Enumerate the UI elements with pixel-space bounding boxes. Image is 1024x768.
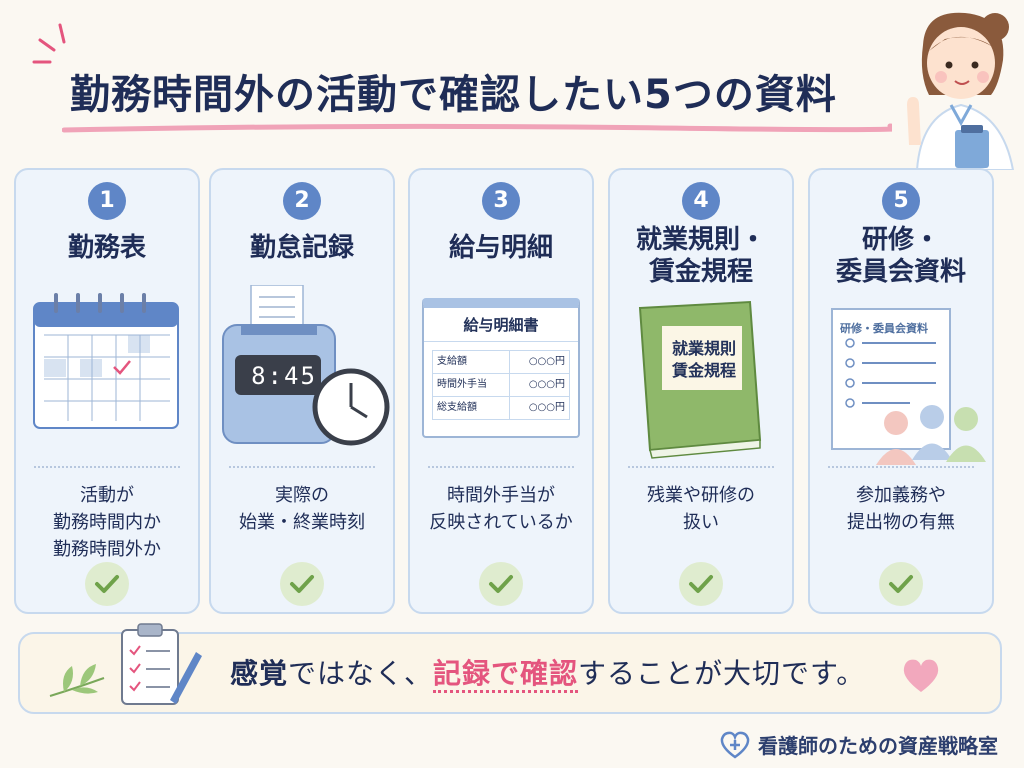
card-description: 活動が 勤務時間内か 勤務時間外か: [53, 485, 161, 560]
payslip-row: 総支給額 ○○○円: [433, 397, 569, 419]
check-icon: [479, 562, 523, 606]
card-schedule: 1 勤務表 活動が 勤務時間内か 勤務時間外か: [14, 168, 200, 614]
card-number: 5: [882, 182, 920, 220]
time-clock-icon: [222, 285, 390, 446]
card-attendance: 2 勤怠記録 8:45 実際の 始業・終業時刻: [209, 168, 395, 614]
check-icon: [280, 562, 324, 606]
book-icon: [638, 300, 762, 459]
card-payslip: 3 給与明細 給与明細書 支給額 ○○○円 時間外手当 ○○○円 総支給額 ○○…: [408, 168, 594, 614]
card-training: 5 研修・ 委員会資料 研修・委員会資料 参加義務や 提出物の有無: [808, 168, 994, 614]
divider: [34, 466, 180, 468]
check-icon: [879, 562, 923, 606]
footer-brand: 看護師のための資産戦略室: [720, 730, 998, 759]
calendar-icon: [33, 293, 179, 429]
card-description: 時間外手当が 反映されているか: [429, 485, 573, 533]
payslip-document: 給与明細書 支給額 ○○○円 時間外手当 ○○○円 総支給額 ○○○円: [422, 298, 580, 438]
clock-display: 8:45: [251, 362, 317, 390]
card-number: 1: [88, 182, 126, 220]
meeting-document-icon: [831, 308, 986, 465]
title-underline: [62, 123, 892, 133]
leaf-icon: [49, 664, 105, 697]
book-label: 就業規則 賃金規程: [671, 339, 736, 380]
card-title: 研修・ 委員会資料: [835, 225, 966, 287]
divider: [229, 466, 375, 468]
card-rules: 4 就業規則・ 賃金規程 就業規則 賃金規程 残業や研修の 扱い: [608, 168, 794, 614]
heart-icon: [903, 659, 939, 692]
payslip-row: 支給額 ○○○円: [433, 351, 569, 374]
card-number: 4: [682, 182, 720, 220]
document-heading: 研修・委員会資料: [840, 322, 928, 335]
nurse-illustration: [907, 12, 1015, 170]
heart-plus-icon: [720, 731, 750, 759]
card-title: 就業規則・ 賃金規程: [635, 225, 766, 287]
card-description: 実際の 始業・終業時刻: [239, 485, 365, 533]
card-number: 3: [482, 182, 520, 220]
check-icon: [85, 562, 129, 606]
card-number: 2: [283, 182, 321, 220]
card-title: 勤務表: [67, 233, 146, 263]
banner-message: 感覚ではなく、記録で確認することが大切です。: [230, 652, 865, 693]
payslip-heading: 給与明細書: [424, 314, 578, 342]
check-icon: [679, 562, 723, 606]
page-title: 勤務時間外の活動で確認したい5つの資料: [70, 72, 837, 118]
divider: [628, 466, 774, 468]
divider: [428, 466, 574, 468]
brand-name: 看護師のための資産戦略室: [758, 734, 998, 758]
divider: [828, 466, 974, 468]
clipboard-icon: [121, 623, 202, 705]
summary-banner: 感覚ではなく、記録で確認することが大切です。: [18, 623, 1002, 714]
card-description: 残業や研修の 扱い: [647, 485, 755, 533]
payslip-row: 時間外手当 ○○○円: [433, 374, 569, 397]
card-description: 参加義務や 提出物の有無: [847, 485, 955, 533]
sparkle-decoration: [32, 23, 66, 64]
card-title: 勤怠記録: [249, 233, 354, 263]
card-title: 給与明細: [448, 233, 553, 263]
